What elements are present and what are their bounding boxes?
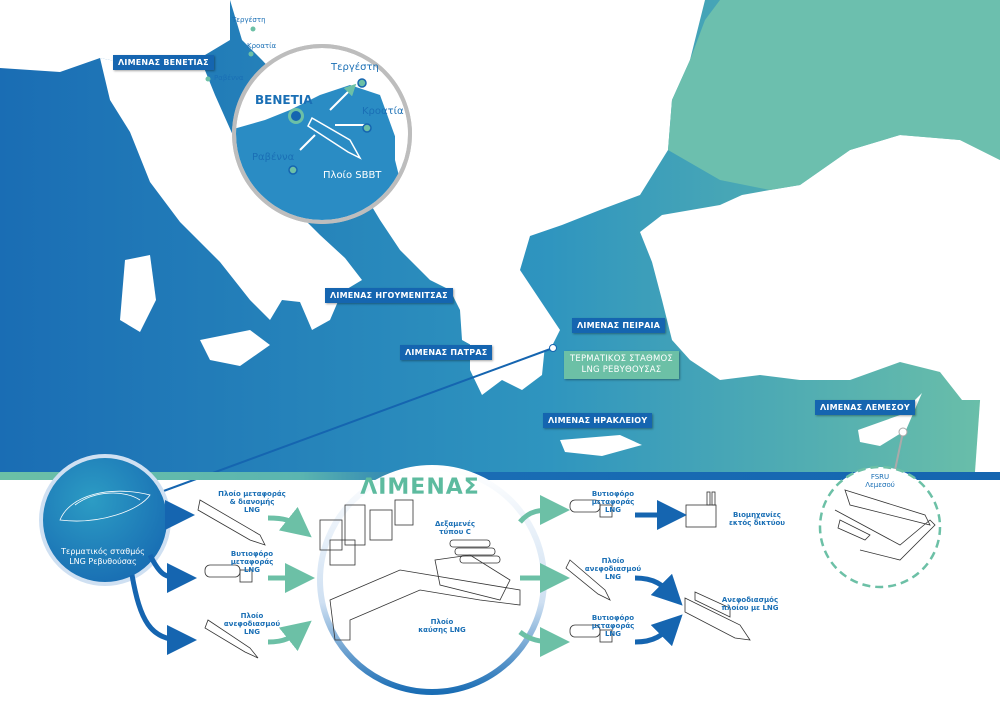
port-ship-label: Πλοίο καύσης LNG bbox=[418, 618, 466, 634]
port-title: ΛΙΜΕΝΑΣ bbox=[360, 475, 480, 500]
industry-label: Βιομηχανίες εκτός δικτύου bbox=[729, 511, 785, 527]
bunkering-ship-icon bbox=[204, 619, 259, 659]
terminal-label-revithoussa: ΤΕΡΜΑΤΙΚΟΣ ΣΤΑΘΜΟΣ LNG ΡΕΒΥΘΟΥΣΑΣ bbox=[564, 351, 679, 379]
port-tanks-label: Δεξαμενές τύπου C bbox=[434, 520, 476, 536]
inset-venice: ΒΕΝΕΤΙΑ bbox=[255, 93, 313, 107]
port-label-igoumenitsa: ΛΙΜΕΝΑΣ ΗΓΟΥΜΕΝΙΤΣΑΣ bbox=[325, 288, 453, 303]
fsru-circle bbox=[818, 465, 942, 589]
revithoussa-connector bbox=[149, 347, 554, 497]
inset-ravenna: Ραβέννα bbox=[252, 152, 295, 163]
right-label-bunker: Πλοίο ανεφοδιασμού LNG bbox=[584, 557, 642, 581]
c-type-tanks-icon bbox=[449, 539, 501, 564]
inset-croatia: Κροατία bbox=[362, 106, 404, 117]
inset-trieste: Τεργέστη bbox=[331, 62, 379, 73]
terminal-island-icon bbox=[59, 490, 151, 522]
tanker-truck-icon bbox=[204, 564, 253, 583]
terminal-circle-label: Τερματικός σταθμός LNG Ρεβυθούσας bbox=[61, 547, 145, 566]
port-label-patras: ΛΙΜΕΝΑΣ ΠΑΤΡΑΣ bbox=[400, 345, 493, 360]
terminal-output-arrows bbox=[129, 500, 197, 655]
left-label-carrier: Πλοίο μεταφοράς & διανομής LNG bbox=[218, 490, 286, 514]
city-trieste: Τεργέστη bbox=[232, 16, 266, 24]
right-label-truck-2: Βυτιοφόρο μεταφοράς LNG bbox=[591, 614, 635, 638]
section-divider bbox=[0, 472, 1000, 480]
left-label-truck: Βυτιοφόρο μεταφοράς LNG bbox=[230, 550, 274, 574]
lng-carrier-ship-icon bbox=[197, 499, 266, 546]
venice-inset-circle bbox=[232, 44, 412, 224]
fsru-label: FSRU Λεμεσού bbox=[865, 473, 895, 489]
port-label-heraklion: ΛΙΜΕΝΑΣ ΗΡΑΚΛΕΙΟΥ bbox=[543, 413, 653, 428]
sbbt-ship-icon bbox=[307, 116, 362, 160]
port-label-piraeus: ΛΙΜΕΝΑΣ ΠΕΙΡΑΙΑ bbox=[572, 318, 666, 333]
port-label-limassol: ΛΙΜΕΝΑΣ ΛΕΜΕΣΟΥ bbox=[815, 400, 915, 415]
tanker-truck-icon bbox=[569, 624, 613, 643]
bunkering-label: Ανεφοδιασμός πλοίου με LNG bbox=[721, 596, 779, 612]
fsru-ship-icon bbox=[834, 489, 936, 561]
black-sea bbox=[668, 0, 1000, 190]
terminal-label-line1: ΤΕΡΜΑΤΙΚΟΣ ΣΤΑΘΜΟΣ bbox=[570, 354, 673, 364]
inset-ship-label: Πλοίο SBBT bbox=[323, 170, 382, 181]
container-ship-icon bbox=[684, 591, 751, 641]
right-label-truck-1: Βυτιοφόρο μεταφοράς LNG bbox=[591, 490, 635, 514]
city-croatia: Κροατία bbox=[247, 42, 277, 50]
factory-icon bbox=[685, 491, 717, 528]
bunkering-ship-icon bbox=[565, 559, 611, 601]
city-ravenna: Ραβέννα bbox=[214, 74, 244, 82]
terminal-label-line2: LNG ΡΕΒΥΘΟΥΣΑΣ bbox=[581, 365, 662, 375]
port-illustration bbox=[319, 499, 521, 641]
port-label-venice: ΛΙΜΕΝΑΣ ΒΕΝΕΤΙΑΣ bbox=[113, 55, 214, 70]
left-label-bunker: Πλοίο ανεφοδιασμού LNG bbox=[223, 612, 281, 636]
tanker-truck-icon bbox=[569, 499, 613, 518]
